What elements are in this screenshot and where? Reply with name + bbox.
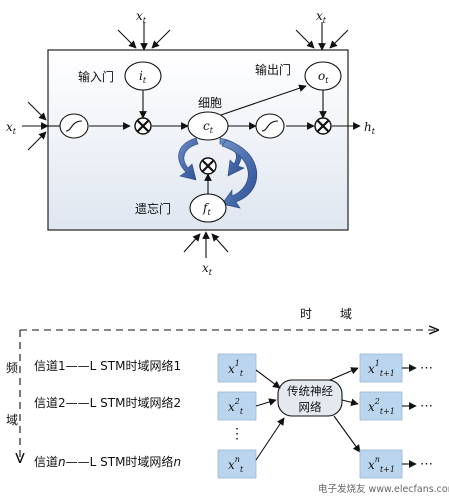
input-x-box-n: xnt: [217, 449, 257, 479]
forget-gate-node: ft: [189, 193, 227, 223]
output-h: ht: [364, 120, 376, 136]
freq-axis-label-1: 频: [6, 361, 18, 375]
output-arrows: [402, 364, 417, 468]
output-x-box-2: x2t+1: [359, 391, 403, 421]
output-gate-label: 输出门: [255, 62, 291, 77]
ellipsis-2: ⋯: [420, 399, 433, 414]
channel-row-n: 信道n——L STM时域网络n: [34, 454, 181, 469]
svg-text:ct: ct: [203, 119, 214, 135]
output-x-box-n: xnt+1: [359, 449, 403, 479]
flow-lines: [48, 84, 361, 196]
forget-gate-label: 遗忘门: [135, 201, 171, 216]
cell-label: 细胞: [198, 96, 222, 110]
input-x-top-right: xt: [316, 9, 327, 25]
svg-text:网络: 网络: [299, 400, 322, 414]
svg-text:传统神经: 传统神经: [287, 384, 333, 398]
ellipsis-1: ⋯: [420, 361, 433, 376]
traditional-nn-node: 传统神经 网络: [277, 379, 343, 417]
input-arrows-top-right: [295, 22, 349, 51]
multiply-gate-output-icon: [314, 117, 332, 135]
input-x-left: xt: [6, 120, 17, 136]
multiply-gate-forget-icon: [199, 157, 217, 175]
input-x-bottom: xt: [202, 261, 213, 277]
input-x-top-left: xt: [136, 9, 147, 25]
output-x-box-1: x1t+1: [359, 353, 403, 383]
input-gate-node: it: [124, 61, 162, 91]
ellipsis-n: ⋯: [420, 457, 433, 472]
input-x-box-1: x1t: [217, 353, 257, 383]
svg-text:it: it: [139, 69, 147, 85]
time-axis-label-1: 时: [300, 307, 312, 321]
channel-row-2: 信道2——L STM时域网络2: [34, 395, 181, 410]
recurrent-arrow-icon: [178, 137, 258, 209]
time-freq-network: 时 域 频 域 信道1——L STM时域网络1 信道2——L STM时域网络2 …: [6, 307, 449, 495]
input-gate-label: 输入门: [78, 69, 114, 84]
input-x-box-2: x2t: [217, 391, 257, 421]
input-arrows-left: [22, 101, 49, 151]
output-gate-node: ot: [304, 61, 342, 91]
vdots-inputs: ⋮: [230, 426, 244, 442]
time-axis-label-2: 域: [340, 307, 352, 321]
svg-text:ot: ot: [318, 69, 329, 85]
nn-arrows: [255, 367, 361, 461]
svg-text:ft: ft: [202, 201, 211, 217]
watermark: 电子发烧友 www.elecfans.com: [318, 483, 449, 495]
lstm-cell: xt xt xt xt: [6, 9, 376, 277]
channel-row-1: 信道1——L STM时域网络1: [34, 358, 181, 373]
cell-state-node: ct: [187, 111, 229, 141]
multiply-gate-input-icon: [134, 117, 152, 135]
input-arrows-top-left: [117, 22, 171, 51]
sigmoid-right-icon: [255, 113, 285, 139]
input-arrows-bottom: [183, 231, 229, 258]
freq-axis-label-2: 域: [6, 413, 18, 427]
sigmoid-left-icon: [59, 113, 89, 139]
